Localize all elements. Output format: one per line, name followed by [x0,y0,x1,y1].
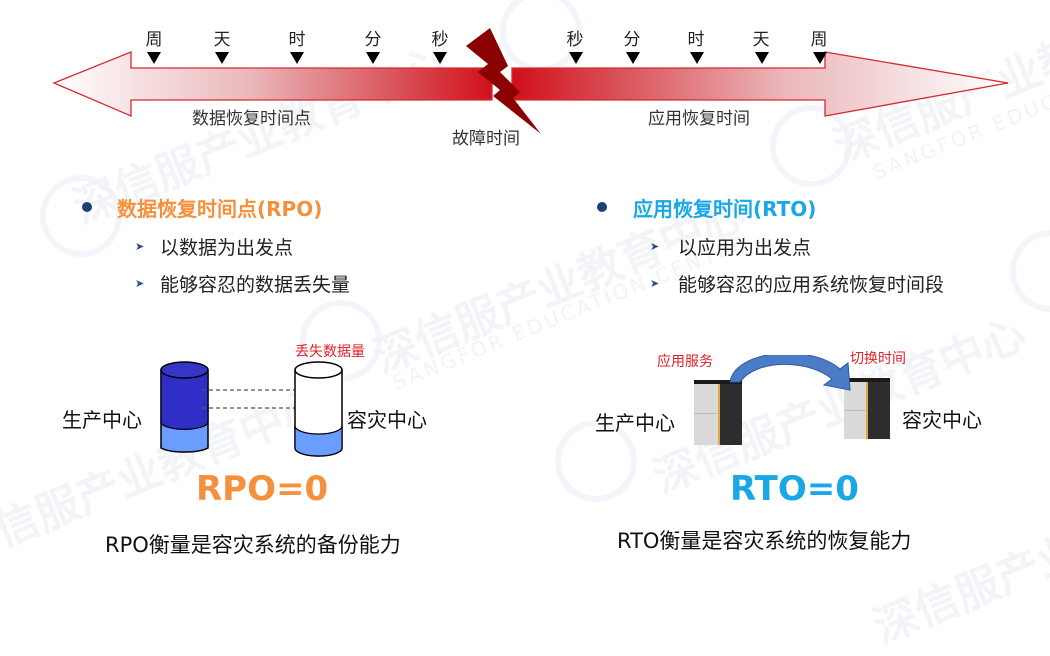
rto-point: 能够容忍的应用系统恢复时间段 [678,274,945,296]
arrow-bullet-icon: ➤ [650,277,660,290]
data-loss-label: 丢失数据量 [295,344,365,360]
dr-database-icon [294,361,343,457]
dr-center-label: 容灾中心 [902,408,982,432]
tick-marker-icon [813,52,827,64]
app-service-label: 应用服务 [657,354,713,370]
arrow-bullet-icon: ➤ [135,240,145,253]
tick-marker-icon [690,52,704,64]
rpo-point: 以数据为出发点 [160,237,294,259]
tick-marker-icon [215,52,229,64]
tick-marker-icon [433,52,447,64]
tick-label: 时 [288,30,306,50]
tick-label: 秒 [566,30,584,50]
rto-timeline-label: 应用恢复时间 [648,109,750,129]
tick-label: 时 [687,30,705,50]
tick-label: 周 [810,30,828,50]
dr-center-label: 容灾中心 [347,408,427,432]
tick-label: 分 [364,30,382,50]
production-center-label: 生产中心 [595,411,675,435]
dr-server-icon [844,378,890,439]
lightning-bolt-icon [466,28,541,134]
tick-marker-icon [366,52,380,64]
bullet-icon [597,202,607,212]
bullet-icon [82,202,92,212]
right-timeline-arrow [511,51,1009,117]
rto-title: 应用恢复时间(RTO) [633,197,817,221]
production-center-label: 生产中心 [62,408,142,432]
fault-time-label: 故障时间 [452,129,520,149]
tick-marker-icon [626,52,640,64]
watermark-logo [1010,230,1050,312]
rpo-title: 数据恢复时间点(RPO) [117,197,323,221]
rto-caption: RTO衡量是容灾系统的恢复能力 [617,529,912,553]
tick-marker-icon [290,52,304,64]
tick-marker-icon [147,52,161,64]
production-database-icon [160,361,209,453]
rpo-caption: RPO衡量是容灾系统的备份能力 [105,533,401,557]
timeline-diagram [52,28,1009,134]
rto-server-diagram [694,355,890,445]
rto-equation: RTO=0 [730,469,859,509]
tick-label: 分 [623,30,641,50]
rpo-storage-diagram [160,361,343,457]
tick-marker-icon [569,52,583,64]
rto-point: 以应用为出发点 [678,237,812,259]
failover-arrow-icon [729,355,851,391]
tick-marker-icon [755,52,769,64]
production-server-icon [694,380,742,445]
rpo-point: 能够容忍的数据丢失量 [160,274,351,296]
tick-label: 天 [752,30,770,50]
tick-label: 周 [145,30,163,50]
arrow-bullet-icon: ➤ [650,240,660,253]
left-timeline-arrow [52,51,493,117]
watermark-logo [40,175,122,257]
tick-label: 天 [213,30,231,50]
rpo-equation: RPO=0 [196,469,329,509]
tick-label: 秒 [431,30,449,50]
switch-time-label: 切换时间 [850,351,906,367]
arrow-bullet-icon: ➤ [135,277,145,290]
rpo-timeline-label: 数据恢复时间点 [192,109,311,129]
